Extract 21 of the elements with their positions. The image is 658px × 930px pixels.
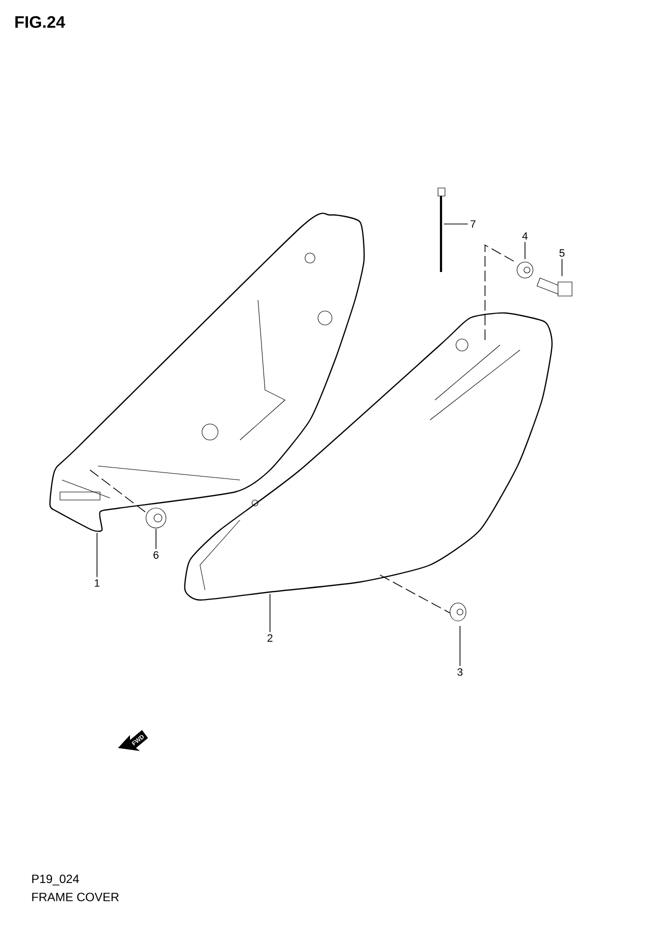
callout-number: 3 — [457, 668, 462, 676]
callout-number: 2 — [268, 634, 272, 642]
grommet-drawing — [146, 508, 166, 528]
cable-tie-drawing — [438, 188, 446, 272]
callout-number: 6 — [154, 551, 158, 559]
bolt-drawing — [536, 278, 572, 296]
footer-text: P19_024 — [32, 874, 79, 886]
leader-line — [96, 532, 98, 578]
nut-drawing — [516, 262, 534, 278]
alignment-line — [380, 574, 450, 614]
footer-text: FRAME COVER — [32, 892, 119, 902]
callout-number: 4 — [522, 232, 528, 240]
side-cover-drawing — [184, 312, 553, 601]
callout-number: 5 — [559, 249, 565, 257]
callout-number: 1 — [94, 579, 100, 587]
alignment-line — [90, 470, 148, 514]
callout-number: 7 — [470, 220, 476, 228]
grommet-drawing — [450, 602, 466, 622]
leader-line — [524, 242, 526, 260]
figure-title: FIG.24 — [15, 16, 66, 28]
side-cover-drawing — [49, 212, 365, 532]
